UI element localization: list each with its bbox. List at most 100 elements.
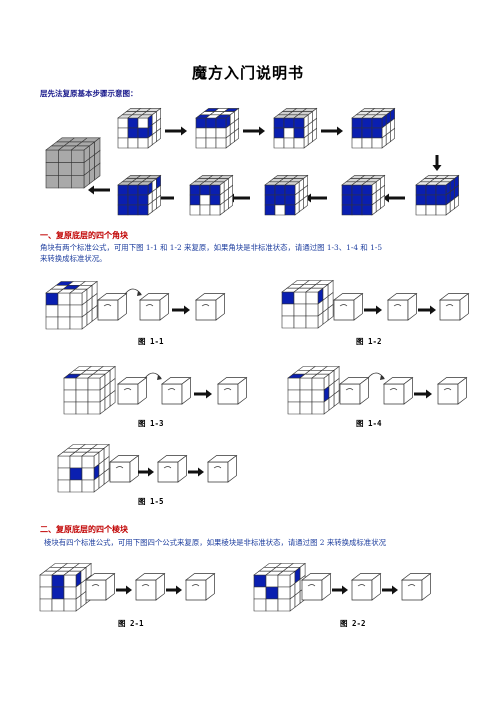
figure-1-5-hint-c-turn-mark: [213, 466, 222, 469]
figure-1-5-hint-a-side: [129, 454, 139, 483]
figure-1-2-cube: [281, 279, 334, 329]
figure-1-1-hint-a-side: [117, 292, 127, 321]
figure-1-3-hint-c-front: [217, 383, 239, 405]
figure-1-5-hint-a-front: [109, 461, 131, 483]
figure-1-1-hint-c-turn-mark: [201, 304, 210, 307]
figure-1-1-hint-c-side: [215, 292, 225, 321]
figure-1-5-arrow-2-head: [198, 467, 204, 477]
figure-1-4-turn-arrow: [367, 372, 385, 379]
figure-2-2-hint-c-turn-mark: [407, 584, 416, 587]
figure-caption-1-2: 图 1-2: [356, 337, 382, 346]
figure-2-2-hint-a-turn-mark: [307, 584, 316, 587]
overview-arrow-5-head: [305, 193, 311, 203]
figure-2-2-hint-a-side: [321, 572, 331, 601]
figure-2-1-arrow-1-head: [126, 585, 132, 595]
steps-subtitle: 层先法复原基本步骤示意图：: [40, 89, 138, 98]
figure-1-4-hint-b-turn-mark: [389, 388, 398, 391]
overview-step-8-cube: [189, 174, 234, 216]
figure-2-2-hint-a-front: [301, 579, 323, 601]
figure-1-4-hint-b-side: [403, 376, 413, 405]
figure-2-2-hint-b-front: [351, 579, 373, 601]
section2-heading: 二、复原底层的四个棱块: [40, 524, 128, 534]
figure-1-5-hint-b-side: [177, 454, 187, 483]
figure-2-1-hint-c-turn-mark: [191, 584, 200, 587]
figure-2-1-hint-b-side: [155, 572, 165, 601]
overview-step-7-cube: [264, 174, 309, 216]
overview-step-4-cube: [351, 107, 396, 149]
figure-2-1-hint-a-front: [85, 579, 107, 601]
figure-1-4-hint-b-front: [383, 383, 405, 405]
overview-step-6-cube: [341, 174, 386, 216]
overview-step-2-cube: [195, 107, 240, 149]
figure-1-2-hint-c-side: [459, 292, 469, 321]
figure-caption-1-3: 图 1-3: [138, 419, 164, 428]
figure-1-5-hint-b-front: [157, 461, 179, 483]
overview-arrow-4-head: [383, 193, 389, 203]
figure-2-1-hint-b-front: [135, 579, 157, 601]
overview-step-1-cube: [117, 107, 162, 149]
figure-1-3-cube: [63, 365, 116, 415]
figure-1-3-hint-b-turn-mark: [167, 388, 176, 391]
overview-arrow-down-head: [432, 165, 442, 171]
figure-1-2-hint-c-front: [439, 299, 461, 321]
overview-step-5-cube: [415, 174, 460, 216]
section1-heading: 一、复原底层的四个角块: [40, 230, 128, 240]
figure-1-4-hint-a-turn-mark: [345, 388, 354, 391]
figure-1-2-arrow-2-head: [430, 305, 436, 315]
figure-1-1-hint-a-turn-mark: [103, 304, 112, 307]
figure-1-3-turn-arrow: [144, 372, 162, 379]
figure-1-3-arrow-head: [206, 389, 212, 399]
figure-2-2-cube: [253, 562, 306, 612]
page-title: 魔方入门说明书: [191, 64, 304, 82]
figure-1-1-hint-b-turn-mark: [145, 304, 154, 307]
figure-1-2-hint-b-turn-mark: [393, 304, 402, 307]
overview-arrow-3-head: [337, 126, 343, 136]
figure-1-5-cube: [57, 443, 110, 493]
figure-1-3-hint-a-front: [117, 383, 139, 405]
figure-1-5-arrow-1-head: [148, 467, 154, 477]
figure-2-2-hint-c-front: [401, 579, 423, 601]
figure-1-2-hint-b-side: [407, 292, 417, 321]
figure-1-3-hint-a-turn-mark: [123, 388, 132, 391]
overview-step-9-cube: [117, 174, 162, 216]
figure-1-1-arrow-head: [184, 305, 190, 315]
figure-1-3-hint-b-side: [181, 376, 191, 405]
figure-caption-1-4: 图 1-4: [356, 419, 382, 428]
figure-2-2-hint-c-side: [421, 572, 431, 601]
overview-arrow-back-head: [88, 185, 94, 195]
figure-2-1-arrow-2-head: [176, 585, 182, 595]
overview-arrow-1-head: [181, 126, 187, 136]
section2-text-line1: 棱块有四个标准公式，可用下图四个公式来复原，如果棱块是非标准状态，请通过图 2 …: [44, 538, 386, 547]
figure-1-2-hint-a-side: [353, 292, 363, 321]
figure-1-3-hint-a-side: [137, 376, 147, 405]
figure-2-2-arrow-1-head: [342, 585, 348, 595]
figure-1-4-hint-c-front: [437, 383, 459, 405]
figure-1-4-hint-c-side: [457, 376, 467, 405]
figure-1-2-hint-a-turn-mark: [339, 304, 348, 307]
figure-1-1-hint-c-front: [195, 299, 217, 321]
figure-1-4-cube: [287, 365, 340, 415]
figure-1-2-hint-c-turn-mark: [445, 304, 454, 307]
figure-2-1-hint-a-side: [105, 572, 115, 601]
figure-2-1-hint-c-front: [185, 579, 207, 601]
figure-2-1-hint-c-side: [205, 572, 215, 601]
figure-1-3-hint-c-turn-mark: [223, 388, 232, 391]
figure-1-5-hint-c-front: [207, 461, 229, 483]
figure-caption-1-5: 图 1-5: [138, 497, 164, 506]
figure-1-5-hint-b-turn-mark: [163, 466, 172, 469]
figure-1-4-hint-c-turn-mark: [443, 388, 452, 391]
figure-1-4-hint-a-front: [339, 383, 361, 405]
overview-arrow-2-head: [259, 126, 265, 136]
figure-caption-2-2: 图 2-2: [340, 619, 366, 628]
figure-1-2-hint-a-front: [333, 299, 355, 321]
figure-1-5-hint-c-side: [227, 454, 237, 483]
figure-2-2-arrow-2-head: [392, 585, 398, 595]
figure-1-2-hint-b-front: [387, 299, 409, 321]
figure-2-1-cube: [39, 562, 92, 612]
figure-2-2-hint-b-side: [371, 572, 381, 601]
figure-caption-1-1: 图 1-1: [138, 337, 164, 346]
figure-1-2-arrow-1-head: [376, 305, 382, 315]
figure-caption-2-1: 图 2-1: [118, 619, 144, 628]
